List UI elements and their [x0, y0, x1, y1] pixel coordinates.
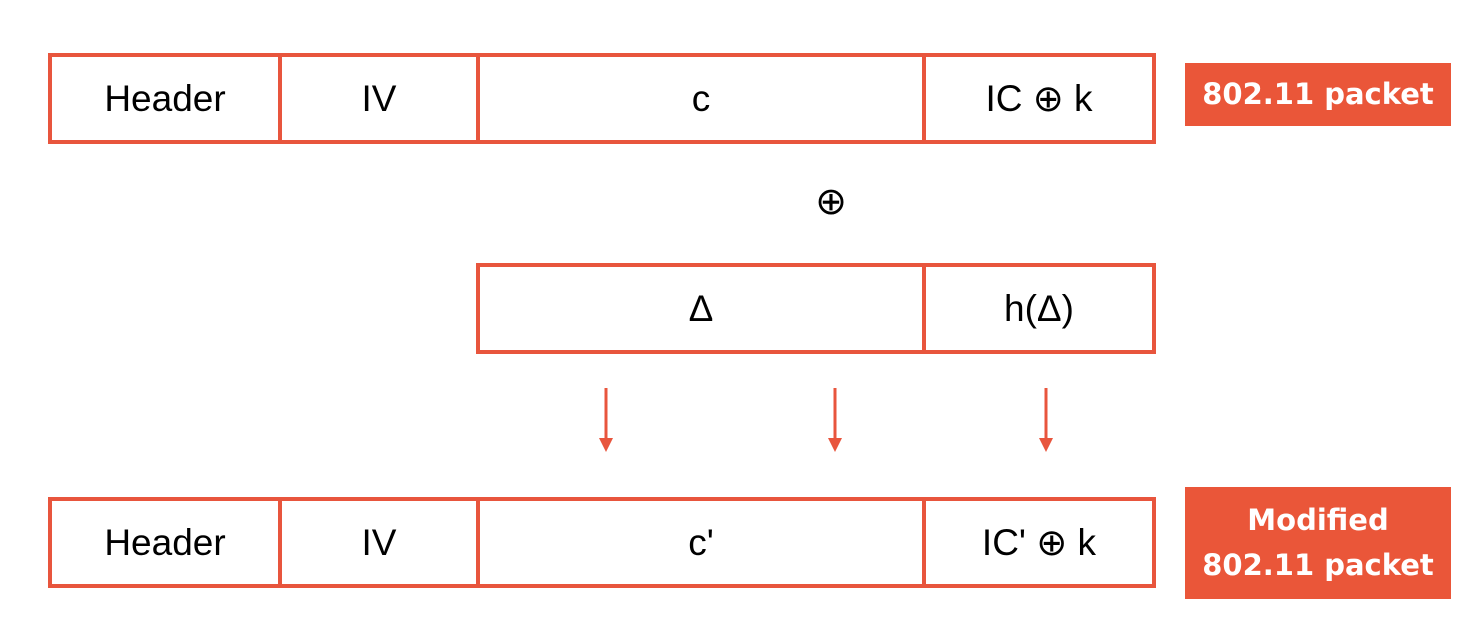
- integrity-check-field: IC ⊕ k: [985, 78, 1093, 119]
- down-arrow-icon: [599, 388, 613, 452]
- modified-packet-label: Modified 802.11 packet: [1185, 487, 1451, 599]
- down-arrow-icon: [828, 388, 842, 452]
- modified-packet-label-line-2: 802.11 packet: [1202, 548, 1434, 582]
- xor-operator: ⊕: [815, 181, 847, 223]
- header-field: Header: [52, 57, 282, 140]
- original-packet-row: Header IV c IC ⊕ k: [48, 53, 1156, 144]
- iv-field: IV: [282, 57, 480, 140]
- original-packet-label-text: 802.11 packet: [1202, 77, 1434, 112]
- ciphertext-field: c: [480, 57, 926, 140]
- down-arrow-icon: [1039, 388, 1053, 452]
- iv-field: IV: [282, 501, 480, 584]
- modified-ciphertext-field: c': [480, 501, 926, 584]
- modified-packet-row: Header IV c' IC' ⊕ k: [48, 497, 1156, 588]
- delta-row: Δ h(Δ): [476, 263, 1156, 354]
- modified-packet-label-line-1: Modified: [1247, 503, 1389, 538]
- header-field: Header: [52, 501, 282, 584]
- delta-hash-field: h(Δ): [1004, 287, 1074, 329]
- original-packet-label: 802.11 packet: [1185, 63, 1451, 126]
- delta-field: Δ: [480, 267, 926, 350]
- modified-integrity-check-field: IC' ⊕ k: [981, 522, 1097, 563]
